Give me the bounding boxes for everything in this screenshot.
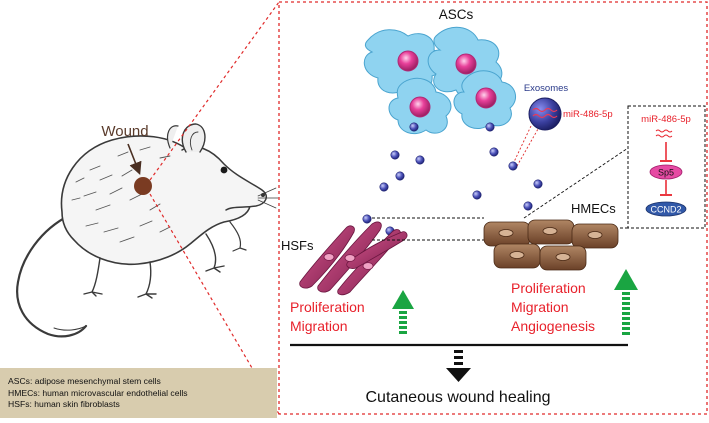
hsf-effect-migration: Migration [290, 318, 348, 334]
exosome-mirna-label: miR-486-5p [563, 109, 613, 120]
hmec-effect-migration: Migration [511, 299, 569, 315]
asc-nucleus [475, 87, 497, 109]
exosome-particle [390, 150, 400, 160]
endothelial-nucleus [509, 251, 525, 259]
exosome-particle [523, 201, 533, 211]
hsfs-label: HSFs [281, 238, 314, 253]
exosome-particle [415, 155, 425, 165]
legend-item-hmecs: HMECs: human microvascular endothelial c… [8, 387, 188, 398]
fibroblast-nucleus [344, 254, 356, 262]
endothelial-nucleus [498, 229, 514, 237]
exosome-particle [472, 190, 482, 200]
cell-link-lines [372, 217, 484, 241]
asc-cell-cluster [363, 26, 517, 135]
asc-nucleus [455, 53, 477, 75]
exosome-particle [533, 179, 543, 189]
wound-label: Wound [101, 123, 148, 140]
ccnd2-label: CCND2 [650, 205, 681, 215]
exosomes-label: Exosomes [524, 83, 569, 94]
exosome-zoom-lines [512, 125, 539, 167]
legend-item-ascs: ASCs: adipose mesenchymal stem cells [8, 376, 161, 386]
rat-illustration [16, 123, 279, 338]
exosome-particle [489, 147, 499, 157]
mirna-strand-icon [532, 107, 558, 119]
ascs-label: ASCs [439, 7, 474, 22]
wound-spot [134, 177, 152, 195]
up-arrow-icon [614, 269, 638, 335]
exosome-particle [395, 171, 405, 181]
fibroblast-cluster [299, 221, 408, 296]
hsf-effect-proliferation: Proliferation [290, 299, 365, 315]
legend-item-hsfs: HSFs: human skin fibroblasts [8, 399, 120, 409]
asc-nucleus [397, 50, 419, 72]
down-arrow-icon [446, 350, 471, 382]
up-arrow-icon [392, 290, 414, 334]
wound-arrow [127, 143, 142, 175]
sp5-pill [649, 164, 683, 180]
outcome-label: Cutaneous wound healing [365, 389, 550, 406]
asc-nucleus [409, 96, 431, 118]
exosome-particle [409, 122, 419, 132]
pathway-mirna-label: miR-486-5p [641, 114, 691, 125]
abbreviation-legend: ASCs: adipose mesenchymal stem cells HME… [0, 368, 277, 418]
hmec-effect-proliferation: Proliferation [511, 280, 586, 296]
exosome-particle [508, 161, 518, 171]
sp5-label: Sp5 [658, 168, 674, 178]
exosome-particle [362, 214, 372, 224]
exosome-enlarged [528, 97, 562, 131]
exosome-particle [379, 182, 389, 192]
endothelial-nucleus [542, 227, 558, 235]
exosome-particle [485, 122, 495, 132]
endothelial-nucleus [555, 253, 571, 261]
endothelial-cluster [483, 219, 619, 271]
hmecs-label: HMECs [571, 201, 616, 216]
inset-connector [523, 147, 629, 229]
hmec-effect-angiogenesis: Angiogenesis [511, 318, 595, 334]
endothelial-nucleus [587, 231, 603, 239]
mirna-wave-icon [655, 129, 673, 138]
fibroblast-nucleus [323, 253, 335, 261]
fibroblast-nucleus [362, 262, 374, 270]
ccnd2-pill [645, 201, 687, 217]
